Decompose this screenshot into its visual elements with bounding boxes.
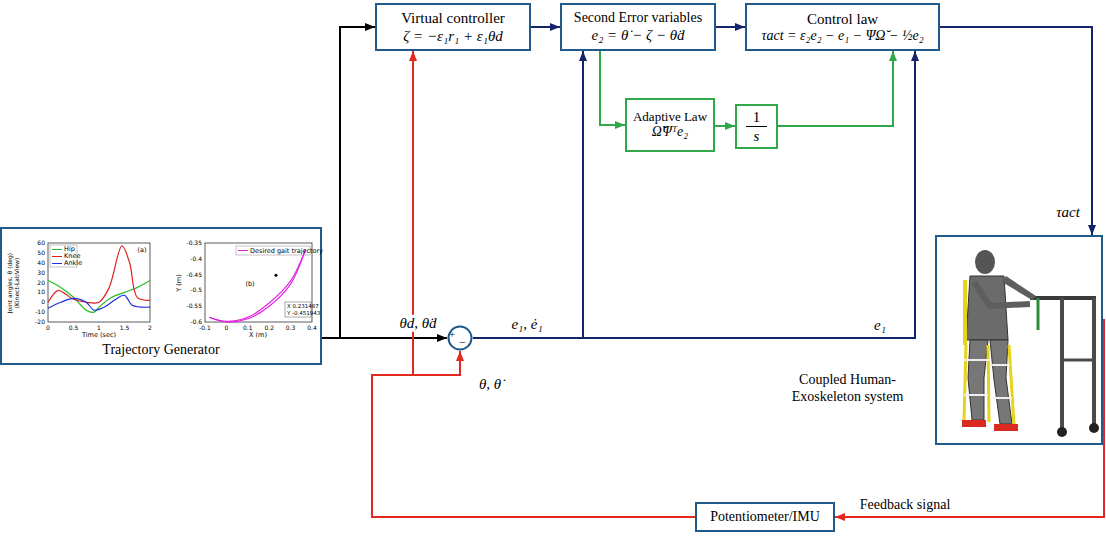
chart-label: Joint angles, θ (deg) (Kinect-LabView) [7, 241, 20, 325]
node-formula: τact = ε₂e₂ − e₁ − ΨΩ̆ − ½e₂ [762, 28, 924, 45]
legend-line-sample [52, 263, 62, 264]
legend-line-sample [52, 249, 62, 250]
node-title: Control law [807, 10, 878, 28]
axis-tick: 1 [97, 325, 101, 332]
axis-tick: 1.5 [120, 325, 130, 332]
legend-text: Desired gait trajectory [250, 248, 323, 255]
chart-label: (b) [245, 281, 254, 288]
signal-label: θ, θ̇ [477, 376, 503, 393]
legend-text: Knee [64, 253, 80, 260]
axis-tick: 50 [37, 250, 45, 257]
signal-connector [322, 27, 375, 338]
legend-entry: Desired gait trajectory [238, 248, 323, 255]
signal-label: τact [1054, 204, 1082, 221]
signal-label: e₁ [872, 317, 888, 334]
process-box: Virtual controllerζ = −ε₁r₁ + ε₁θd [375, 3, 531, 51]
axis-tick: 10 [37, 289, 45, 296]
joint-angle-curve [48, 295, 150, 310]
signal-connector [531, 26, 560, 28]
sensor-box: Potentiometer/IMU [695, 502, 835, 532]
chart-label: Time (sec) [82, 332, 116, 339]
axis-tick: 30 [37, 269, 45, 276]
axis-tick: -10 [35, 309, 45, 316]
signal-connector [600, 51, 625, 125]
joint-angle-curve [48, 281, 150, 313]
axis-tick: 0.5 [69, 325, 79, 332]
chart-label: Y -0.451943 [287, 310, 320, 316]
axis-tick: 0 [224, 325, 228, 332]
chart-label: Y (m) [176, 274, 183, 291]
signal-connector [940, 27, 1092, 235]
node-title: 1 [753, 108, 761, 126]
axis-tick: -0.4 [190, 256, 202, 263]
chart-curves [48, 246, 306, 322]
process-box: Control lawτact = ε₂e₂ − e₁ − ΨΩ̆ − ½e₂ [745, 3, 940, 51]
exoskeleton-panel: Coupled Human-Exoskeleton system [935, 235, 1103, 445]
axis-tick: -0.55 [186, 303, 202, 310]
axis-tick: 40 [37, 259, 45, 266]
chart-label: X 0.231487 [287, 303, 319, 309]
node-formula: Ω̆̇Ψᵀe₂ [652, 124, 688, 141]
axis-tick: 0.1 [243, 325, 253, 332]
axis-tick: 60 [37, 240, 45, 247]
chart-frame [48, 243, 150, 322]
node-title: + [449, 329, 455, 340]
node-formula: ζ = −ε₁r₁ + ε₁θd [403, 27, 503, 45]
node-title: Potentiometer/IMU [710, 509, 820, 526]
axis-tick: 0 [41, 299, 45, 306]
node-formula: − [459, 336, 466, 348]
axis-tick: -20 [35, 319, 45, 326]
signal-connector [715, 125, 735, 127]
axis-tick: -0.1 [199, 325, 211, 332]
axis-tick: -0.45 [186, 271, 202, 278]
signal-connector [473, 51, 583, 338]
chart-label: (a) [137, 247, 146, 254]
legend-text: Ankle [64, 260, 82, 267]
signal-label: θd, θ̇d [397, 315, 438, 332]
process-box: Second Error variablese₂ = θ̇ − ζ − θ̇d [560, 3, 716, 51]
node-title: Second Error variables [574, 10, 702, 27]
legend-text: Hip [64, 246, 75, 253]
signal-connector [835, 320, 1104, 517]
legend-entry: Hip [52, 246, 75, 253]
axis-tick: 0 [46, 325, 50, 332]
adaptive-box: Adaptive LawΩ̆̇Ψᵀe₂ [625, 98, 715, 152]
axis-tick: 2 [148, 325, 152, 332]
signal-connector [716, 26, 745, 28]
axis-tick: 0.4 [307, 325, 317, 332]
axis-tick: 0.2 [264, 325, 274, 332]
signal-connector [473, 51, 915, 338]
signal-label: e₁, ė₁ [509, 316, 544, 333]
node-title: Trajectory Generator [102, 342, 219, 359]
legend-entry: Knee [52, 253, 80, 260]
data-tip-marker [274, 274, 277, 277]
integrator-box: 1s [735, 104, 778, 149]
node-title: Coupled Human-Exoskeleton system [775, 372, 920, 406]
node-title: Adaptive Law [633, 109, 707, 125]
axis-tick: 20 [37, 279, 45, 286]
summing-junction: +− [447, 325, 473, 351]
axis-tick: 0.3 [286, 325, 296, 332]
signal-label: Feedback signal [858, 497, 953, 512]
signal-connector [372, 351, 695, 517]
exoskeleton-figure [962, 250, 1099, 437]
legend-line-sample [52, 256, 62, 257]
chart-label: X (m) [249, 332, 267, 339]
signal-connector [778, 51, 893, 126]
legend-entry: Ankle [52, 260, 82, 267]
joint-angle-curve [48, 246, 150, 303]
legend-line-sample [238, 250, 248, 251]
axis-tick: -0.5 [190, 287, 202, 294]
node-formula: e₂ = θ̇ − ζ − θ̇d [591, 26, 684, 44]
axis-tick: -0.35 [186, 240, 202, 247]
node-formula: s [746, 126, 768, 145]
node-title: Virtual controller [401, 9, 505, 27]
